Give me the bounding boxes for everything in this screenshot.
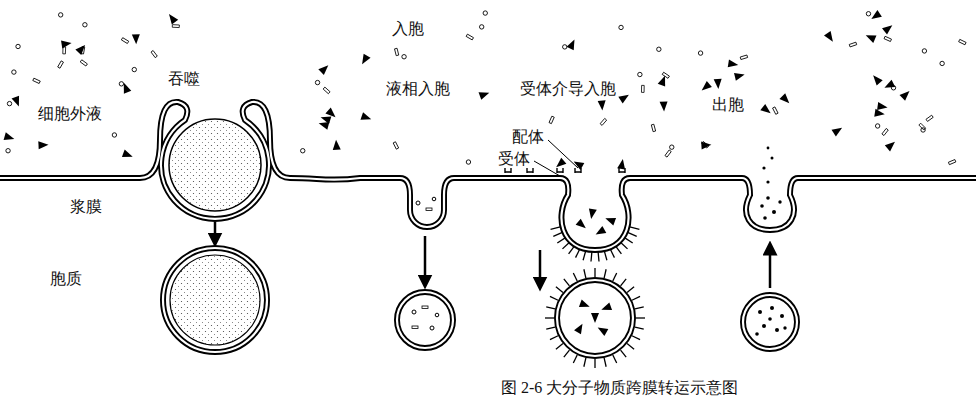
phagosome bbox=[163, 248, 267, 352]
engulfed-particle bbox=[169, 119, 261, 211]
region-label: 细胞外液 bbox=[38, 105, 102, 123]
process-label: 出胞 bbox=[712, 96, 744, 114]
process-label: 液相入胞 bbox=[386, 80, 450, 98]
part-label: 浆膜 bbox=[70, 198, 102, 216]
clathrin-coat bbox=[551, 208, 640, 261]
coated-vesicle bbox=[545, 268, 645, 368]
leader-lines bbox=[534, 140, 578, 176]
section-heading: 入胞 bbox=[392, 20, 424, 38]
plasma-membrane bbox=[0, 102, 976, 250]
region-label: 胞质 bbox=[50, 270, 82, 288]
solute-particles bbox=[4, 10, 966, 165]
direction-arrows bbox=[215, 222, 770, 288]
process-label: 受体介导入胞 bbox=[520, 80, 616, 98]
process-label: 吞噬 bbox=[168, 70, 200, 88]
secretory-vesicle bbox=[743, 147, 797, 349]
pinocytic-vesicle bbox=[397, 197, 453, 348]
figure-caption: 图 2-6 大分子物质跨膜转运示意图 bbox=[501, 378, 738, 399]
part-label: 受体 bbox=[498, 150, 530, 168]
part-label: 配体 bbox=[512, 128, 544, 146]
